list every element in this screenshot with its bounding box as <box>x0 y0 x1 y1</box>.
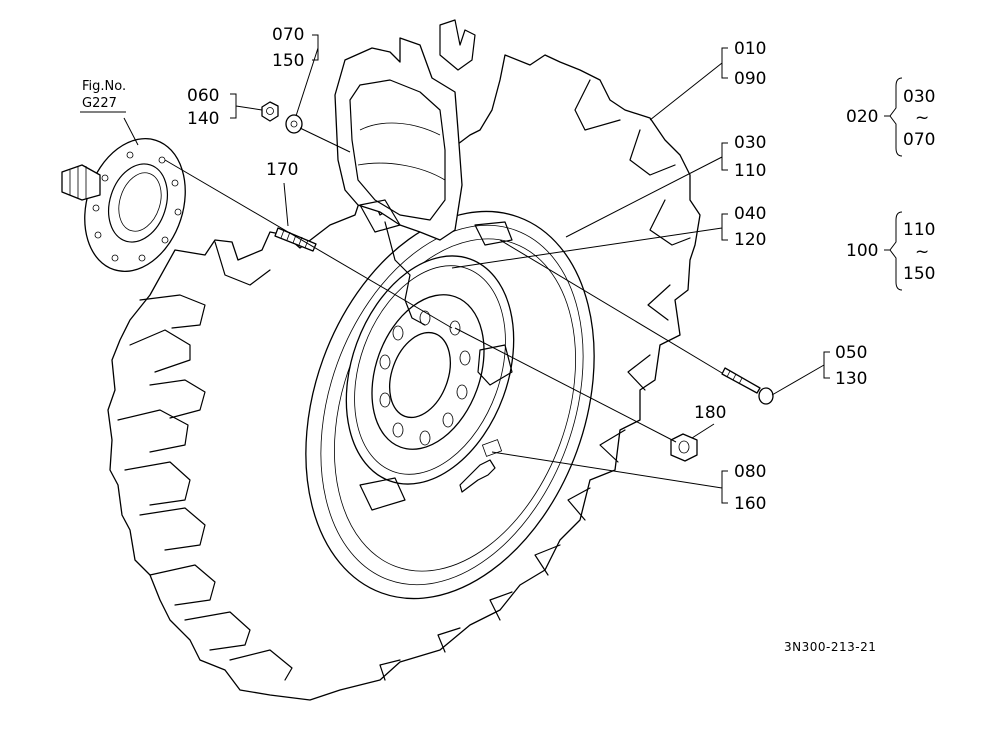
nut-180 <box>670 433 698 462</box>
stud-bolt-170 <box>274 227 317 252</box>
drawing-number: 3N300-213-21 <box>784 640 876 654</box>
washer-070 <box>285 114 303 134</box>
range-from-110: 110 <box>903 220 935 240</box>
range-tilde: ~ <box>915 242 929 262</box>
leader-lines <box>123 34 830 504</box>
range-key-020: 020 <box>846 107 878 127</box>
range-to-150: 150 <box>903 264 935 284</box>
callout-080: 080 <box>734 462 766 482</box>
bolt-050 <box>721 367 774 405</box>
callout-160: 160 <box>734 494 766 514</box>
range-100-150: 100 110 ~ 150 <box>846 220 935 284</box>
figure-reference: Fig.No. G227 <box>80 79 126 113</box>
callout-150: 150 <box>272 51 304 71</box>
fig-ref-line2: G227 <box>82 96 117 111</box>
callout-030: 030 <box>734 133 766 153</box>
callout-labels: 070 150 060 140 170 010 090 030 110 040 … <box>187 25 867 514</box>
range-key-100: 100 <box>846 241 878 261</box>
callout-180: 180 <box>694 403 726 423</box>
callout-060: 060 <box>187 86 219 106</box>
callout-120: 120 <box>734 230 766 250</box>
callout-090: 090 <box>734 69 766 89</box>
range-020-070: 020 030 ~ 070 <box>846 87 935 150</box>
callout-110: 110 <box>734 161 766 181</box>
callout-170: 170 <box>266 160 298 180</box>
callout-140: 140 <box>187 109 219 129</box>
axle-hub <box>61 137 186 273</box>
callout-070: 070 <box>272 25 304 45</box>
callout-010: 010 <box>734 39 766 59</box>
callout-130: 130 <box>835 369 867 389</box>
callout-040: 040 <box>734 204 766 224</box>
range-tilde: ~ <box>915 108 929 128</box>
range-from-030: 030 <box>903 87 935 107</box>
range-to-070: 070 <box>903 130 935 150</box>
wheel-nut-060 <box>261 101 279 122</box>
fig-ref-line1: Fig.No. <box>82 79 126 94</box>
tractor-tire <box>107 19 701 701</box>
callout-050: 050 <box>835 343 867 363</box>
range-brackets <box>884 77 903 291</box>
